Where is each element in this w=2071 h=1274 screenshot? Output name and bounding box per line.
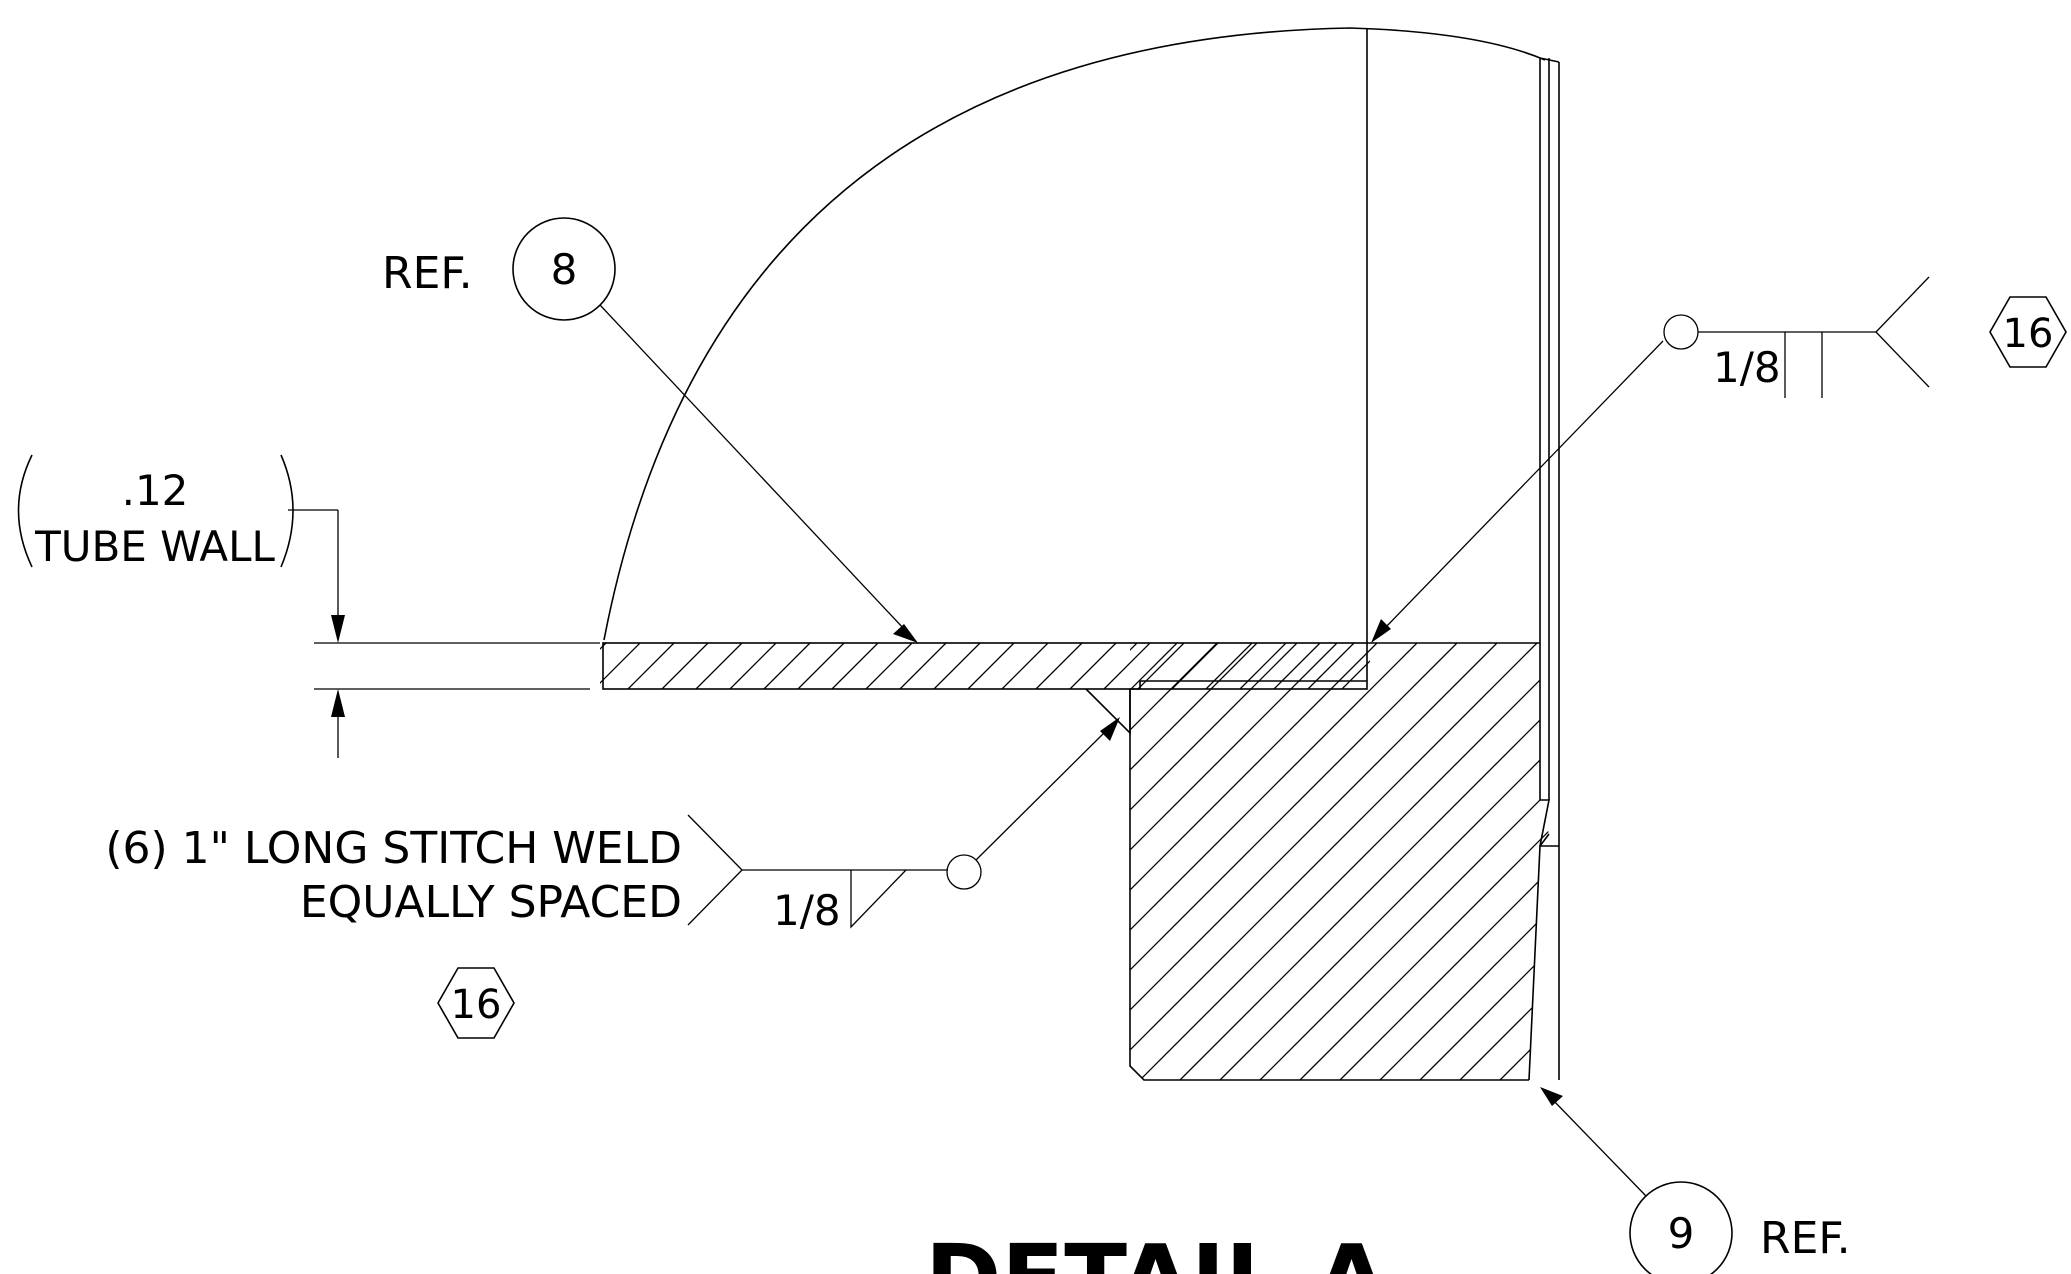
tube-hatch-line: [1137, 643, 1185, 689]
tube-hatch-line: [1376, 643, 1422, 689]
block-hatch-line: [1179, 643, 1549, 1080]
block-hatch-line: [1219, 643, 1549, 1080]
view-title: DETAIL A: [925, 1225, 1387, 1274]
block-hatch-line: [1130, 643, 1418, 1080]
tube-hatch-line: [865, 643, 913, 689]
tube-hatch-line: [1035, 643, 1083, 689]
tube-hatch-line: [1273, 643, 1321, 689]
balloon-8-number: 8: [551, 245, 578, 294]
ref-9-suffix: REF.: [1760, 1213, 1851, 1264]
tube-hatch-line: [899, 643, 947, 689]
tube-hatch-line: [1307, 643, 1355, 689]
block-hatch-line: [1130, 643, 1498, 1080]
block-hatch-line: [1130, 643, 1178, 1080]
tube-hatch-line: [600, 643, 641, 684]
tube-hatch-line: [967, 643, 1015, 689]
block-section: [1129, 642, 1549, 1081]
weld-note-line1: (6) 1" LONG STITCH WELD: [105, 823, 682, 874]
tube-hatch-line: [763, 643, 811, 689]
ref-8-prefix: REF.: [382, 248, 473, 299]
block-hatch-line: [1539, 643, 1549, 1080]
tube-hatch-line: [1103, 643, 1151, 689]
weld-note-line2: EQUALLY SPACED: [300, 877, 682, 928]
block-hatch-line: [1130, 643, 1458, 1080]
block-hatch-line: [1130, 643, 1338, 1080]
tube-hatch-line: [661, 643, 709, 689]
note-flag-16-top: [1989, 296, 2067, 368]
tube-hatch-line: [1069, 643, 1117, 689]
tube-hatch-line: [831, 643, 879, 689]
tube-hatch-line: [1341, 660, 1370, 689]
part-9-side-wall: [1528, 57, 1560, 1081]
part-8-body: [603, 27, 1546, 643]
tube-wall-section: [600, 642, 1422, 690]
tube-hatch-line: [1171, 643, 1219, 689]
weld-symbol-bottom: (6) 1" LONG STITCH WELD EQUALLY SPACED 1…: [105, 717, 1120, 1039]
block-hatch-line: [1130, 643, 1218, 1080]
block-hatch-line: [1299, 643, 1549, 1080]
tube-hatch-line: [1205, 643, 1253, 689]
block-hatch-line: [1130, 643, 1538, 1080]
block-hatch-line: [1130, 643, 1298, 1080]
tube-hatch-line: [600, 643, 607, 650]
balloon-8: [512, 217, 616, 321]
tube-hatch-line: [729, 643, 777, 689]
block-hatch-line: [1130, 643, 1378, 1080]
tube-hatch-line: [933, 643, 981, 689]
dimension-label: TUBE WALL: [34, 522, 275, 571]
tube-hatch-line: [1239, 643, 1287, 689]
block-hatch-line: [1459, 643, 1549, 1080]
tube-hatch-line: [695, 643, 743, 689]
block-hatch-line: [1259, 643, 1549, 1080]
block-hatch-line: [1130, 643, 1258, 1080]
block-hatch-line: [1499, 643, 1549, 1080]
weld-all-around-circle: [1663, 314, 1699, 350]
fillet-weld-mark: [1085, 688, 1131, 735]
tube-wall-dimension: .12 TUBE WALL: [17, 454, 600, 758]
block-hatch-line: [1130, 643, 1138, 1080]
weld-top-size: 1/8: [1713, 343, 1781, 392]
ref-8-callout: REF. 8: [382, 217, 918, 643]
dimension-value: .12: [122, 466, 189, 515]
tube-hatch-line: [797, 643, 845, 689]
note-flag-16-top-text: 16: [2003, 311, 2054, 357]
block-hatch-line: [1379, 643, 1549, 1080]
note-flag-16-bottom: [437, 967, 515, 1039]
block-hatch-line: [1339, 643, 1549, 1080]
ref-9-callout: 9 REF.: [1540, 1087, 1851, 1274]
balloon-9: [1629, 1181, 1733, 1274]
block-hatch-line: [1139, 643, 1549, 1080]
note-flag-16-bottom-text: 16: [451, 982, 502, 1028]
tube-hatch-line: [1001, 643, 1049, 689]
balloon-9-number: 9: [1668, 1209, 1695, 1258]
weld-bottom-size: 1/8: [773, 886, 841, 935]
tube-hatch-line: [627, 643, 675, 689]
weld-all-around-circle-bottom: [946, 854, 982, 890]
block-hatch-line: [1419, 643, 1549, 1080]
weld-symbol-top: 1/8 16: [1371, 276, 2067, 643]
